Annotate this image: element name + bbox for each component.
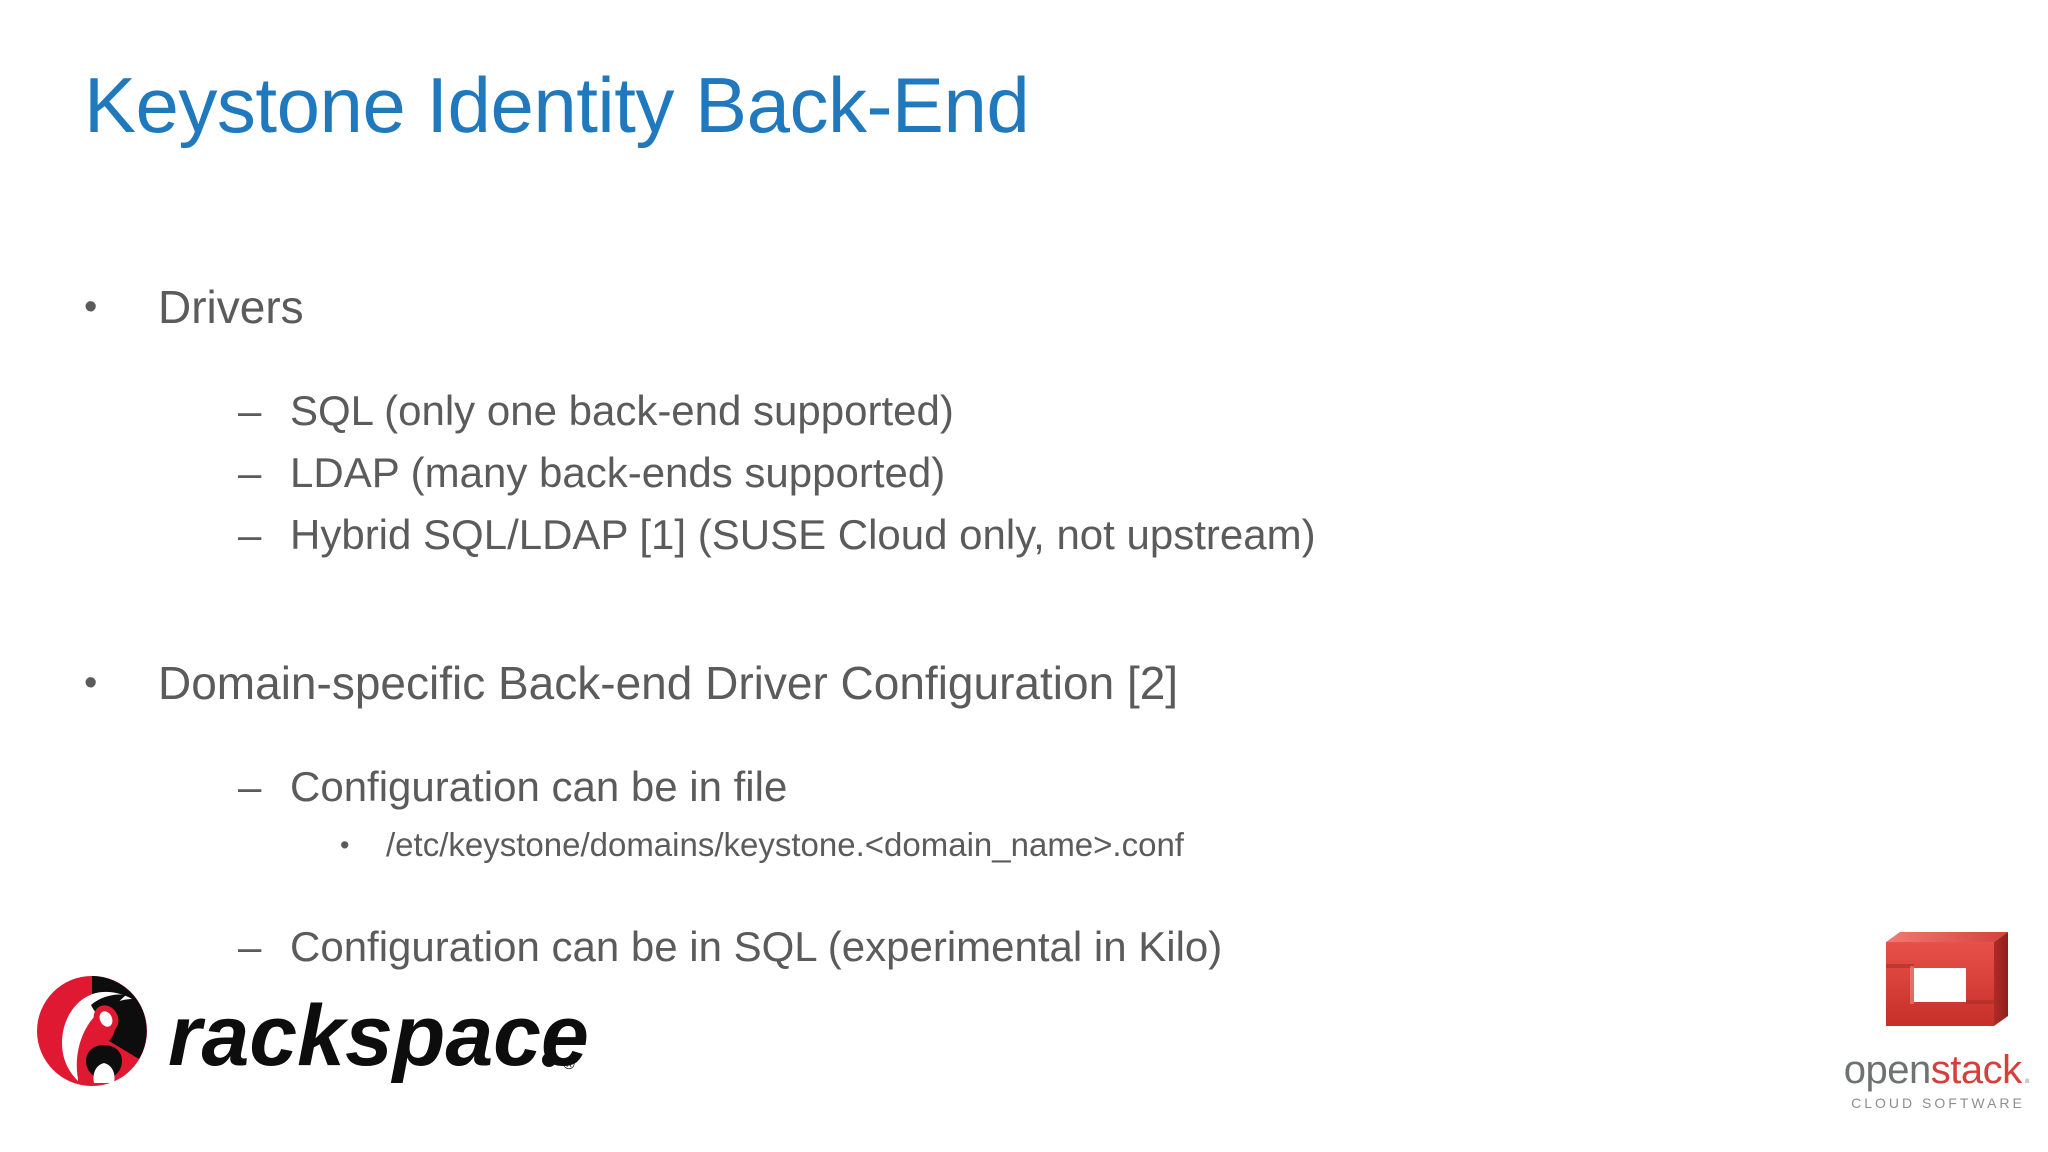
slide-body: • Drivers – SQL (only one back-end suppo… <box>0 278 2048 978</box>
bullet-level1-domain-specific: • Domain-specific Back-end Driver Config… <box>84 654 2048 712</box>
bullet-level2-config-sql: – Configuration can be in SQL (experimen… <box>238 916 2048 978</box>
bullet-text: /etc/keystone/domains/keystone.<domain_n… <box>386 826 1184 863</box>
bullet-text: Drivers <box>158 281 304 333</box>
bullet-text: SQL (only one back-end supported) <box>290 387 954 434</box>
openstack-word-open: open <box>1843 1048 1931 1092</box>
spacer <box>0 336 2048 380</box>
bullet-text: LDAP (many back-ends supported) <box>290 449 946 496</box>
bullet-marker-dash-icon: – <box>238 449 262 496</box>
bullet-text: Hybrid SQL/LDAP [1] (SUSE Cloud only, no… <box>290 511 1316 558</box>
bullet-level3-config-path: • /etc/keystone/domains/keystone.<domain… <box>340 818 2048 872</box>
bullet-text: Configuration can be in SQL (experimenta… <box>290 923 1223 970</box>
bullet-level2-hybrid: – Hybrid SQL/LDAP [1] (SUSE Cloud only, … <box>238 504 2048 566</box>
registered-mark: ® <box>563 1056 575 1073</box>
spacer <box>0 712 2048 756</box>
spacer <box>0 566 2048 654</box>
spacer <box>0 872 2048 916</box>
bullet-text: Configuration can be in file <box>290 763 788 810</box>
bullet-level2-sql: – SQL (only one back-end supported) <box>238 380 2048 442</box>
openstack-word-dot: . <box>2021 1048 2033 1092</box>
bullet-marker-dash-icon: – <box>238 387 262 434</box>
bullet-marker-dash-icon: – <box>238 923 262 970</box>
rackspace-wordmark: rackspace <box>168 988 589 1084</box>
bullet-marker-dot-icon: • <box>84 662 98 704</box>
page-title: Keystone Identity Back-End <box>84 61 1030 149</box>
openstack-word-stack: stack <box>1930 1048 2022 1092</box>
openstack-logo: openstack. CLOUD SOFTWARE <box>1838 922 2038 1112</box>
openstack-wordmark: openstack. <box>1838 1049 2038 1091</box>
bullet-marker-dot-icon: • <box>84 286 98 328</box>
bullet-level2-config-file: – Configuration can be in file <box>238 756 2048 818</box>
openstack-mark-icon <box>1886 932 2008 1026</box>
bullet-marker-dot-icon: • <box>340 830 350 860</box>
bullet-marker-dash-icon: – <box>238 763 262 810</box>
rackspace-period <box>542 1053 556 1067</box>
bullet-level2-ldap: – LDAP (many back-ends supported) <box>238 442 2048 504</box>
rackspace-logo: rackspace ® <box>34 975 594 1087</box>
openstack-tagline: CLOUD SOFTWARE <box>1851 1095 2025 1111</box>
bullet-level1-drivers: • Drivers <box>84 278 2048 336</box>
bullet-text: Domain-specific Back-end Driver Configur… <box>158 657 1179 709</box>
rackspace-mark-icon <box>37 976 147 1086</box>
bullet-marker-dash-icon: – <box>238 511 262 558</box>
